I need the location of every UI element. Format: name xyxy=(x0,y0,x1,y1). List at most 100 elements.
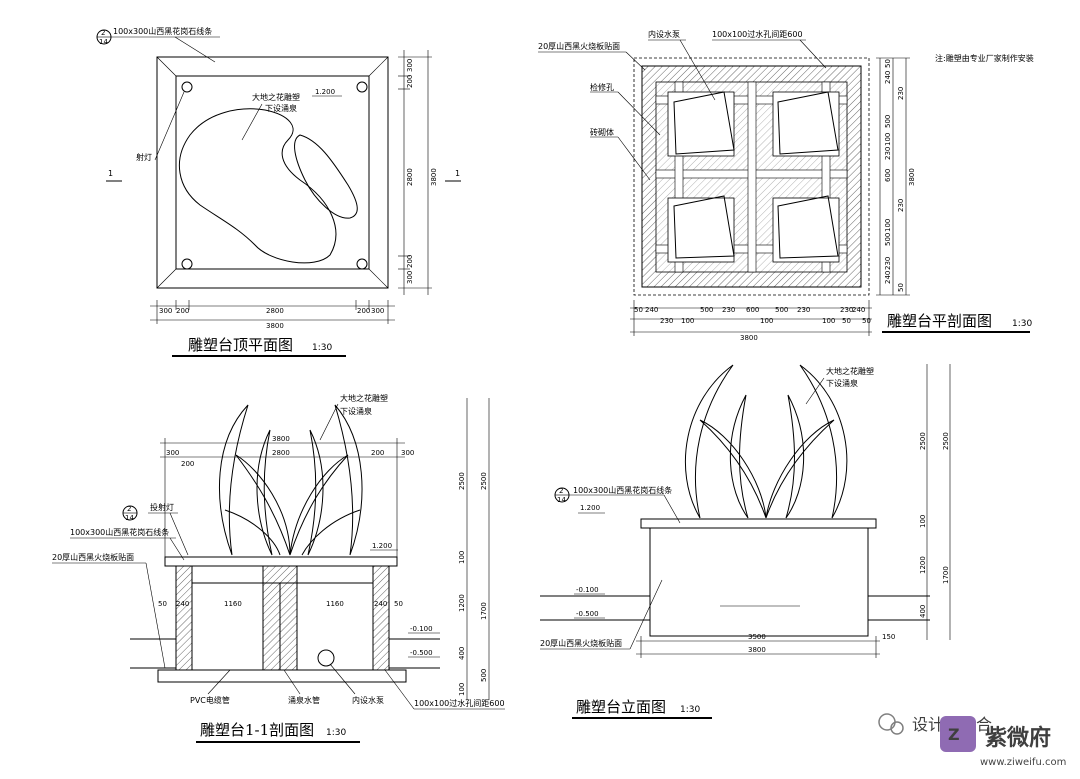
facing-label: 20厚山西黑火烧板贴面 xyxy=(52,552,134,562)
spring-label: 下设涌泉 xyxy=(826,378,858,388)
level-mark: 1.200 xyxy=(580,504,600,512)
hole-label: 100x100过水孔间距600 xyxy=(414,698,505,708)
dim-text: 500 xyxy=(775,306,788,314)
dim-text: 2800 xyxy=(266,307,284,315)
ref-number: 2 xyxy=(559,487,563,495)
pump-chamber xyxy=(772,91,840,157)
dim-text: 230 xyxy=(797,306,810,314)
dim-text: 2500 xyxy=(458,472,466,490)
stone-strip-note: 100x300山西黑花岗石线条 xyxy=(573,485,672,495)
flower-sculpture xyxy=(684,364,848,519)
sculpture-label: 大地之花雕塑 xyxy=(340,393,388,403)
dim-text: 1160 xyxy=(326,600,344,608)
pump-label: 内设水泵 xyxy=(648,29,680,39)
dim-text: 400 xyxy=(919,605,927,618)
dim-text: 300 xyxy=(371,307,384,315)
dim-text: 100 xyxy=(458,551,466,564)
dim-text: 230 xyxy=(884,147,892,160)
lid-slab xyxy=(191,565,374,584)
dim-text: 100 xyxy=(760,317,773,325)
right-dimensions: 50 240 230 500 100 230 600 230 100 500 2… xyxy=(876,57,916,296)
dim-text: 2500 xyxy=(480,472,488,490)
dim-text: 50 xyxy=(394,600,403,608)
dim-text: 300 xyxy=(159,307,172,315)
top-dimensions: 3800 2800 300 200 200 300 1160 1160 240 … xyxy=(158,435,414,608)
plan-inner-edge xyxy=(175,75,370,270)
dim-text: 3800 xyxy=(908,168,916,186)
stone-strip-note: 100x300山西黑花岗石线条 xyxy=(113,26,212,36)
dim-text: 240 xyxy=(884,71,892,84)
sculpture-petal-outline xyxy=(294,134,358,219)
brick-wall-left xyxy=(175,565,193,671)
facing-label: 20厚山西黑火烧板贴面 xyxy=(538,41,620,51)
dim-text: 100 xyxy=(822,317,835,325)
bottom-dimensions: 300 200 2800 200 300 3800 xyxy=(150,300,395,330)
dim-text: 100 xyxy=(458,683,466,696)
spring-label: 下设涌泉 xyxy=(265,103,297,113)
section-mark-left: 1 xyxy=(108,169,113,178)
dim-text: 3500 xyxy=(748,633,766,641)
ref-number: 2 xyxy=(101,29,105,37)
bottom-dimensions: 50 240 230 100 500 230 600 100 500 230 1… xyxy=(630,300,872,342)
dim-text: 300 xyxy=(406,271,414,284)
svg-text:Z: Z xyxy=(948,725,960,744)
spring-pipe-label: 涌泉水管 xyxy=(288,695,320,705)
dim-text: 240 xyxy=(645,306,658,314)
dim-text: 600 xyxy=(884,169,892,182)
dim-text: 300 xyxy=(401,449,414,457)
plan-section-title: 雕塑台平剖面图 xyxy=(887,312,992,330)
dim-text: 50 xyxy=(158,600,167,608)
pump-chamber xyxy=(772,197,840,263)
right-dimensions: 300 200 2800 200 300 3800 xyxy=(398,50,438,295)
brick-wall-right xyxy=(372,565,390,671)
dim-text: 300 xyxy=(166,449,179,457)
dim-text: 50 xyxy=(634,306,643,314)
brand-name: 紫微府 xyxy=(985,725,1051,751)
outline-dashed xyxy=(633,57,870,296)
flower-sculpture xyxy=(219,404,363,556)
pump-chamber xyxy=(667,197,735,263)
right-dimensions: 2500 100 1200 400 100 2500 1700 500 xyxy=(458,398,490,700)
brand-logo xyxy=(940,716,976,752)
top-plan-view: 1 1 2 14 100x300山西黑花岗石线条 大地之花雕塑 下设涌泉 1.2… xyxy=(96,26,461,357)
spotlight-icon xyxy=(181,258,193,270)
section-scale: 1:30 xyxy=(326,728,346,738)
watermark: 设计复象合 Z 紫微府 www.ziweifu.com xyxy=(878,713,1066,768)
dim-text: 200 xyxy=(406,75,414,88)
level-mark: 1.200 xyxy=(372,542,392,550)
dim-text: 2500 xyxy=(919,432,927,450)
dim-text: 50 xyxy=(884,59,892,68)
dim-text: 500 xyxy=(884,115,892,128)
dim-text: 230 xyxy=(660,317,673,325)
dim-text: 100 xyxy=(884,133,892,146)
sculpture-label: 大地之花雕塑 xyxy=(252,92,300,102)
stone-strip-note: 100x300山西黑花岗石线条 xyxy=(70,527,169,537)
ref-sheet: 14 xyxy=(557,496,566,504)
dim-text: 2800 xyxy=(272,449,290,457)
dim-text: 400 xyxy=(458,647,466,660)
foundation xyxy=(157,669,407,683)
level-mark: -0.500 xyxy=(576,610,599,618)
spotlight-label: 射灯 xyxy=(136,152,152,162)
dim-text: 500 xyxy=(700,306,713,314)
pedestal-body xyxy=(649,527,869,637)
facing-label: 20厚山西黑火烧板贴面 xyxy=(540,638,622,648)
cap-stone xyxy=(640,518,877,529)
dim-text: 50 xyxy=(842,317,851,325)
plan-outer-edge xyxy=(156,56,389,289)
dim-text: 3800 xyxy=(740,334,758,342)
dim-text: 100 xyxy=(919,515,927,528)
dim-text: 200 xyxy=(371,449,384,457)
dim-text: 50 xyxy=(897,283,905,292)
dim-text: 150 xyxy=(882,633,895,641)
dim-text: 200 xyxy=(406,255,414,268)
ref-sheet: 14 xyxy=(99,38,108,46)
cap-stone xyxy=(164,556,398,567)
spotlight-icon xyxy=(181,81,193,93)
plan-section-view: 20厚山西黑火烧板贴面 内设水泵 100x100过水孔间距600 注:雕塑由专业… xyxy=(538,29,1034,342)
section-mark-right: 1 xyxy=(455,169,460,178)
dim-text: 200 xyxy=(357,307,370,315)
section-title: 雕塑台1-1剖面图 xyxy=(200,721,314,739)
